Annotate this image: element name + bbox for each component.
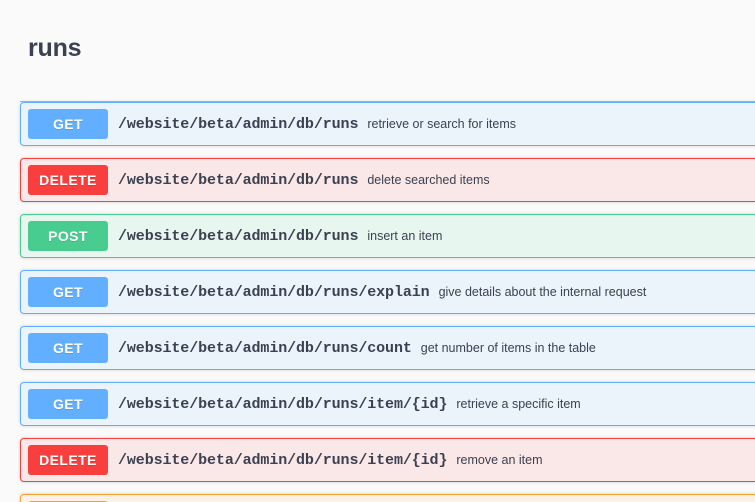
method-badge-get: GET: [28, 277, 108, 307]
operation-description: delete searched items: [367, 173, 490, 187]
page-title: runs: [28, 33, 82, 62]
operation-row[interactable]: GET/website/beta/admin/db/runs/count get …: [20, 326, 755, 370]
tag-header[interactable]: runs: [0, 0, 755, 93]
operation-description: retrieve a specific item: [456, 397, 581, 411]
operation-description: insert an item: [367, 229, 443, 243]
tag-divider: [20, 101, 755, 102]
method-badge-get: GET: [28, 109, 108, 139]
operation-description: give details about the internal request: [438, 285, 647, 299]
operation-row[interactable]: GET/website/beta/admin/db/runs/explain gi…: [20, 270, 755, 314]
method-badge-get: GET: [28, 333, 108, 363]
operation-row[interactable]: GET/website/beta/admin/db/runs/item/{id}…: [20, 382, 755, 426]
operation-row[interactable]: POST/website/beta/admin/db/runs insert an…: [20, 214, 755, 258]
operation-path: /website/beta/admin/db/runs/explain: [118, 283, 430, 301]
operation-description: get number of items in the table: [420, 341, 596, 355]
operation-path: /website/beta/admin/db/runs: [118, 115, 359, 133]
method-badge-get: GET: [28, 389, 108, 419]
operation-path: /website/beta/admin/db/runs: [118, 227, 359, 245]
operation-description: retrieve or search for items: [367, 117, 517, 131]
operation-row[interactable]: DELETE/website/beta/admin/db/runs/item/{…: [20, 438, 755, 482]
operation-path: /website/beta/admin/db/runs: [118, 171, 359, 189]
operation-path: /website/beta/admin/db/runs/count: [118, 339, 412, 357]
method-badge-post: POST: [28, 221, 108, 251]
method-badge-delete: DELETE: [28, 445, 108, 475]
operation-row[interactable]: DELETE/website/beta/admin/db/runs delete …: [20, 158, 755, 202]
operation-path: /website/beta/admin/db/runs/item/{id}: [118, 451, 448, 469]
operation-path: /website/beta/admin/db/runs/item/{id}: [118, 395, 448, 413]
operation-row[interactable]: GET/website/beta/admin/db/runs retrieve o…: [20, 102, 755, 146]
operation-row[interactable]: PUT/website/beta/admin/db/runs/item/{id}…: [20, 494, 755, 502]
operations-list: GET/website/beta/admin/db/runs retrieve o…: [0, 102, 755, 502]
method-badge-delete: DELETE: [28, 165, 108, 195]
operation-description: remove an item: [456, 453, 543, 467]
